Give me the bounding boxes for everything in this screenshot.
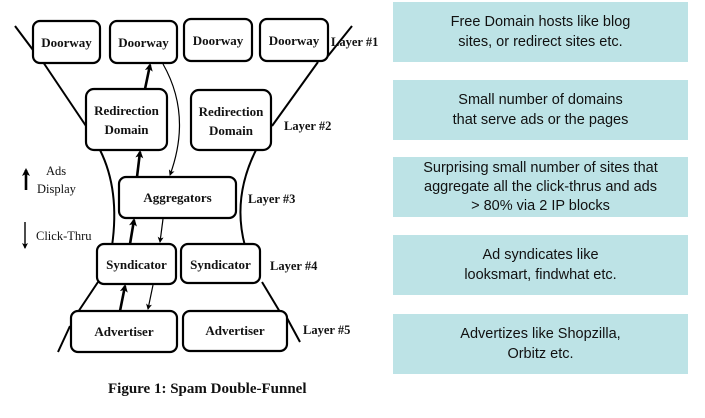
advertiser-label: Advertiser (205, 323, 264, 338)
syndicator-node-2: Syndicator (179, 242, 262, 285)
ads-display-arrow-syndicator-to-aggregators (128, 218, 137, 245)
note-layer-1: Free Domain hosts like blog sites, or re… (393, 2, 688, 62)
note-line: Surprising small number of sites that (423, 159, 658, 176)
flow-arrows (118, 63, 181, 312)
syndicator-label: Syndicator (190, 257, 251, 272)
note-layer-3: Surprising small number of sites that ag… (393, 157, 688, 217)
redirection-label-line1: Redirection (199, 104, 265, 119)
advertiser-node-1: Advertiser (69, 309, 179, 354)
layer-1-label: Layer #1 (331, 35, 378, 49)
funnel-edge-l4-l5-right (261, 281, 281, 313)
note-line: Small number of domains (458, 92, 623, 108)
click-thru-arrow-aggregators-to-syndicator (157, 218, 164, 243)
note-line: Orbitz etc. (507, 346, 574, 362)
doorway-node-3: Doorway (182, 17, 254, 63)
click-thru-legend-label: Click-Thru (36, 229, 92, 243)
ads-display-arrow-aggregators-to-redirection (135, 150, 144, 178)
ads-display-legend-label-line2: Display (37, 182, 77, 196)
funnel-edge-bottom-left (57, 325, 71, 353)
syndicator-label: Syndicator (106, 257, 167, 272)
funnel-edge-l1-l2-right (271, 61, 319, 127)
note-line: Ad syndicates like (482, 247, 599, 263)
figure-caption: Figure 1: Spam Double-Funnel (108, 381, 307, 397)
advertiser-label: Advertiser (94, 324, 153, 339)
doorway-node-4: Doorway (258, 17, 330, 63)
redirection-domain-node-1: Redirection Domain (84, 87, 169, 152)
funnel-outline (14, 25, 353, 353)
ads-display-arrow-redirection-to-doorway (143, 63, 153, 90)
note-layer-4: Ad syndicates like looksmart, findwhat e… (393, 235, 688, 295)
redirection-domain-node-2: Redirection Domain (189, 88, 273, 152)
ads-display-legend-label-line1: Ads (46, 164, 66, 178)
aggregators-node: Aggregators (117, 175, 238, 220)
layer-4-label: Layer #4 (270, 259, 318, 273)
note-line: looksmart, findwhat etc. (464, 267, 617, 283)
aggregators-label: Aggregators (143, 190, 211, 205)
funnel-curve-left (99, 149, 116, 247)
layer-2-label: Layer #2 (284, 119, 331, 133)
doorway-node-1: Doorway (31, 19, 102, 65)
note-line: > 80% via 2 IP blocks (471, 197, 610, 214)
layer-5-label: Layer #5 (303, 323, 350, 337)
layer-3-label: Layer #3 (248, 192, 295, 206)
funnel-edge-bottom-right (286, 317, 301, 343)
click-thru-arrow-doorway-to-aggregators (162, 63, 181, 176)
note-line: that serve ads or the pages (452, 112, 629, 128)
funnel-edge-top-right (327, 25, 353, 57)
redirection-label-line2: Domain (209, 123, 254, 138)
click-thru-arrow-syndicator-to-advertiser (146, 284, 154, 310)
funnel-edge-top-left (14, 25, 34, 51)
doorway-label: Doorway (41, 35, 92, 50)
doorway-label: Doorway (269, 33, 320, 48)
ads-display-arrow-advertiser-to-syndicator (118, 284, 128, 312)
note-layer-2: Small number of domains that serve ads o… (393, 80, 688, 140)
syndicator-node-1: Syndicator (95, 242, 178, 286)
funnel-edge-l4-l5-left (77, 281, 99, 313)
advertiser-node-2: Advertiser (181, 309, 289, 353)
funnel-edge-l1-l2-left (42, 61, 87, 127)
redirection-label-line1: Redirection (94, 103, 160, 118)
doorway-label: Doorway (118, 35, 169, 50)
note-line: aggregate all the click-thrus and ads (424, 178, 657, 195)
flow-legend: Ads Display Click-Thru (22, 164, 92, 249)
funnel-curve-right (239, 149, 257, 247)
redirection-label-line2: Domain (104, 122, 149, 137)
note-line: Free Domain hosts like blog (450, 14, 631, 30)
note-layer-5: Advertizes like Shopzilla, Orbitz etc. (393, 314, 688, 374)
note-line: sites, or redirect sites etc. (458, 34, 623, 50)
doorway-label: Doorway (193, 33, 244, 48)
doorway-node-2: Doorway (108, 19, 179, 65)
note-line: Advertizes like Shopzilla, (460, 326, 621, 342)
